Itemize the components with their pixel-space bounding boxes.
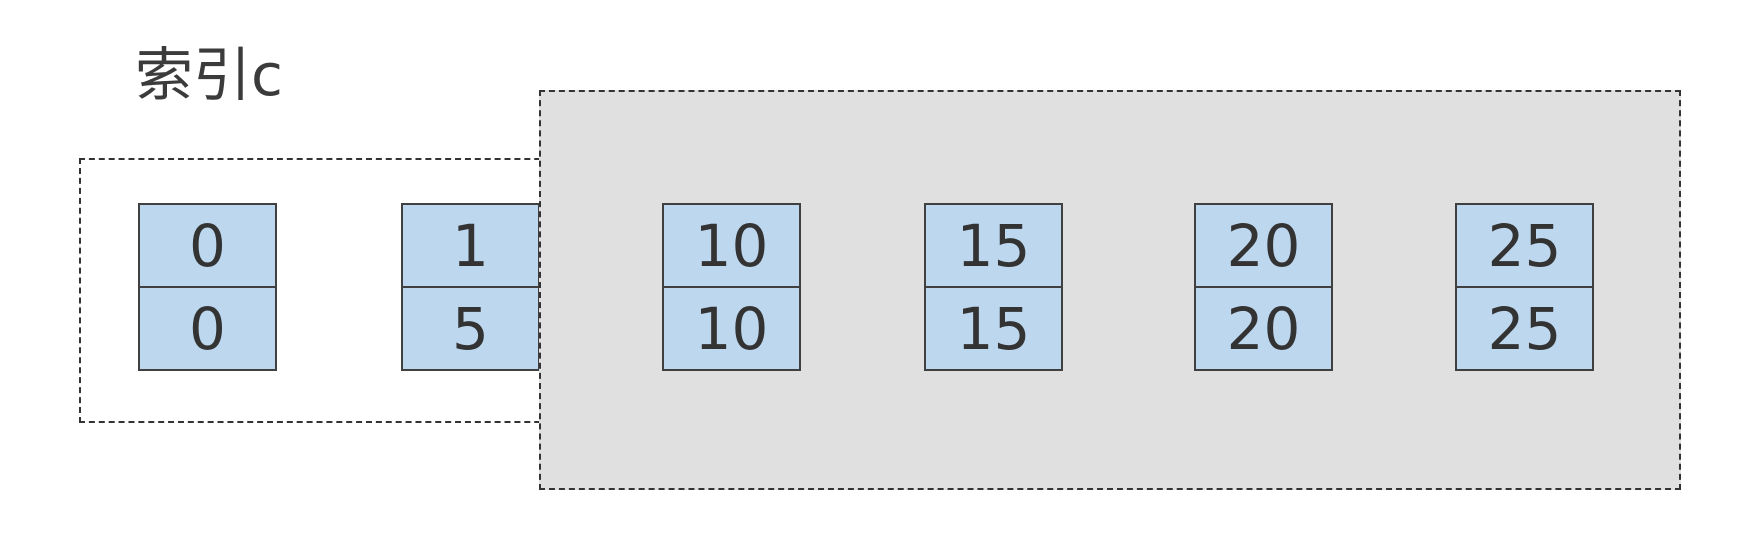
- cell-value-top: 20: [1194, 203, 1333, 288]
- cell-value-top: 15: [924, 203, 1063, 288]
- cell-value-bottom: 0: [138, 286, 277, 371]
- cell-pair-2: 10 10: [662, 203, 801, 371]
- cell-value-bottom: 25: [1455, 286, 1594, 371]
- cell-pair-5: 25 25: [1455, 203, 1594, 371]
- cell-value-bottom: 5: [401, 286, 540, 371]
- cell-pair-4: 20 20: [1194, 203, 1333, 371]
- cell-value-bottom: 10: [662, 286, 801, 371]
- diagram-title: 索引c: [135, 41, 283, 109]
- cell-value-bottom: 15: [924, 286, 1063, 371]
- cell-value-top: 0: [138, 203, 277, 288]
- cell-pair-1: 1 5: [401, 203, 540, 371]
- cell-value-bottom: 20: [1194, 286, 1333, 371]
- cell-value-top: 25: [1455, 203, 1594, 288]
- cell-pair-3: 15 15: [924, 203, 1063, 371]
- cell-pair-0: 0 0: [138, 203, 277, 371]
- cell-value-top: 10: [662, 203, 801, 288]
- cell-value-top: 1: [401, 203, 540, 288]
